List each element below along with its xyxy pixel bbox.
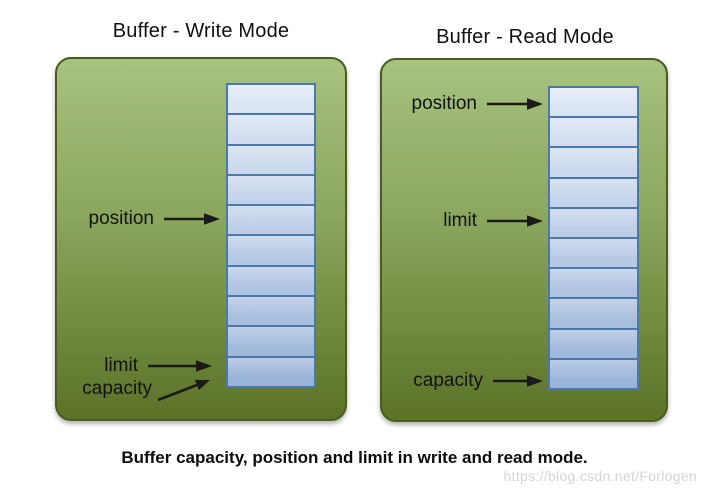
diagram-caption: Buffer capacity, position and limit in w… (121, 448, 588, 467)
read-mode-capacity-label: capacity (413, 370, 483, 391)
write-mode-position-pointer: position (60, 206, 220, 232)
buffer-cell (550, 146, 637, 177)
buffer-cell (228, 85, 314, 114)
write-mode-limit-pointer: limit (60, 353, 212, 379)
buffer-cell (228, 295, 314, 326)
write-mode-capacity-pointer: capacity (60, 376, 212, 402)
buffer-cell (550, 116, 637, 147)
buffer-cell (228, 325, 314, 356)
arrow-right-icon (148, 360, 212, 372)
read-mode-limit-pointer: limit (385, 208, 543, 234)
buffer-cell (550, 88, 637, 117)
buffer-cell (228, 113, 314, 144)
arrow-up-right-icon (158, 379, 210, 402)
arrow-right-icon (487, 215, 543, 227)
buffer-cell (228, 143, 314, 174)
arrow-right-icon (164, 213, 220, 225)
buffer-cell (228, 355, 314, 386)
buffer-cell (228, 264, 314, 296)
write-mode-title: Buffer - Write Mode (112, 20, 290, 42)
write-mode-buffer-cells (226, 83, 316, 388)
buffer-cell (550, 237, 637, 268)
read-mode-buffer-cells (548, 86, 639, 390)
buffer-cell (228, 173, 314, 205)
write-mode-capacity-label: capacity (82, 378, 152, 399)
read-mode-capacity-pointer: capacity (385, 368, 543, 394)
buffer-cell (228, 204, 314, 235)
read-mode-position-pointer: position (385, 91, 543, 117)
write-mode-limit-label: limit (104, 355, 138, 376)
buffer-cell (550, 267, 637, 298)
buffer-cell (550, 176, 637, 207)
buffer-cell (550, 327, 637, 358)
buffer-cell (550, 297, 637, 328)
read-mode-position-label: position (411, 93, 478, 114)
watermark-url: https://blog.csdn.net/Forlogen (503, 468, 697, 484)
buffer-cell (228, 234, 314, 265)
buffer-cell (550, 357, 637, 389)
arrow-right-icon (487, 98, 543, 110)
arrow-right-icon (493, 375, 543, 387)
read-mode-title: Buffer - Read Mode (436, 26, 614, 48)
buffer-cell (550, 206, 637, 238)
write-mode-position-label: position (88, 208, 155, 229)
read-mode-limit-label: limit (443, 210, 477, 231)
